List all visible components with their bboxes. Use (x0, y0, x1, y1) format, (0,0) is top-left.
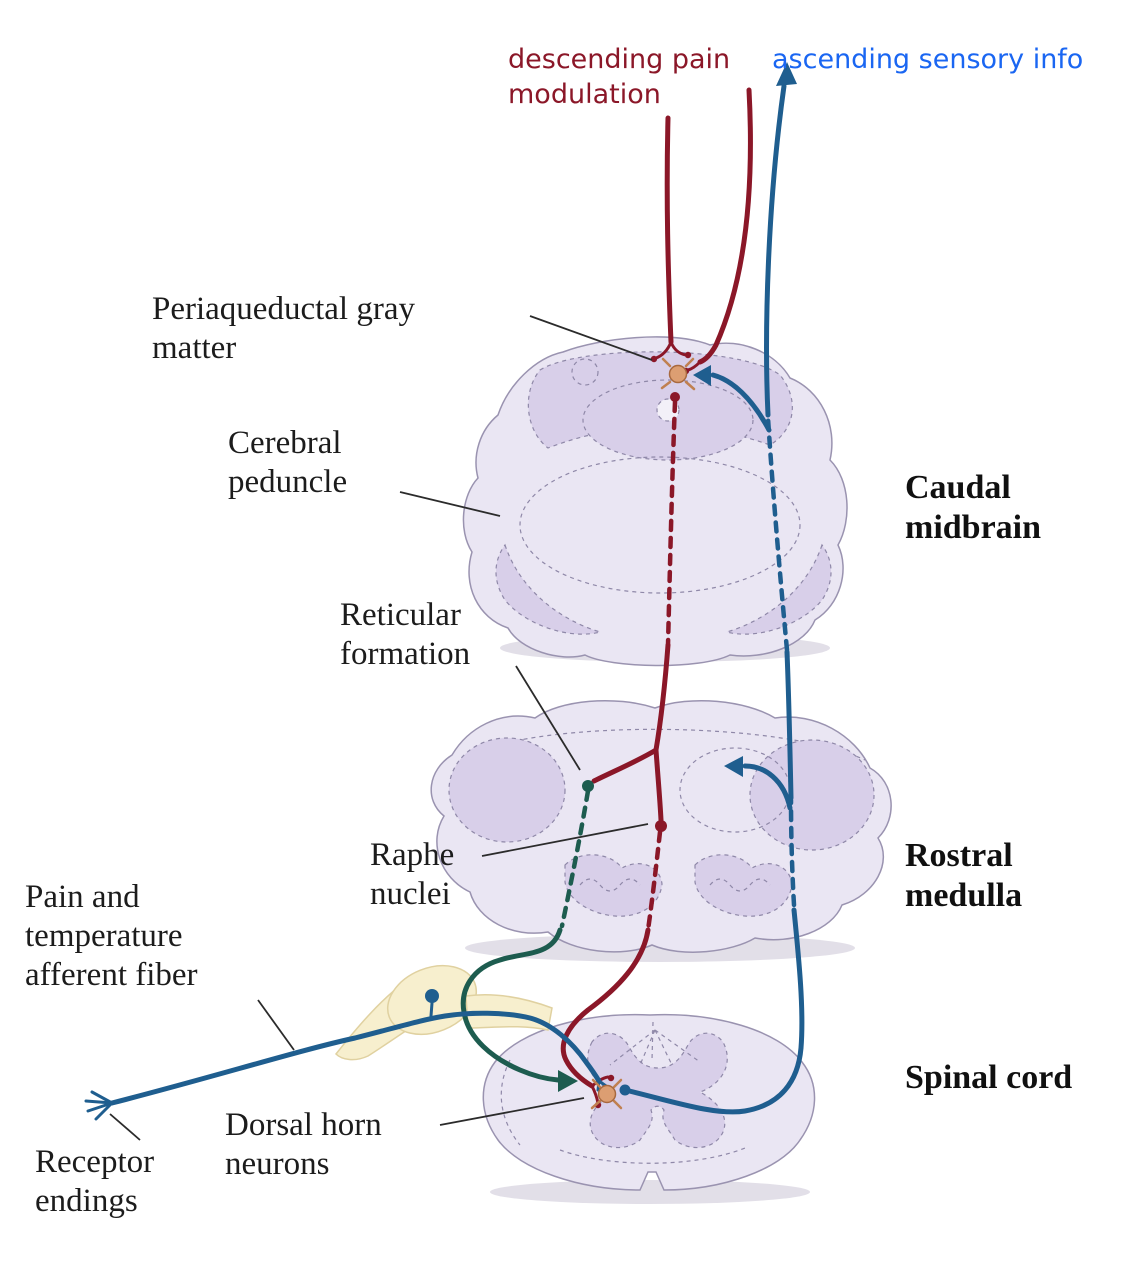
dorsal-horn-bouton-1 (607, 1074, 615, 1082)
pag-projection-soma (670, 392, 680, 402)
legend-descending-label: descending pain modulation (508, 44, 731, 111)
cerebral-peduncle-left (495, 543, 603, 635)
spinal-lateral-contour (500, 1059, 521, 1146)
midbrain-small-nucleus-outline (571, 358, 599, 386)
raphespinal-dashed-segment (645, 829, 663, 933)
leader-line-afferent-fiber (257, 999, 295, 1051)
raphe-neuron-soma (655, 820, 667, 832)
ascending-arrowhead-pag (693, 365, 711, 386)
reticular-neuron-soma (582, 780, 594, 792)
raphespinal-solid-to-dorsal-horn (560, 927, 651, 1089)
spinal-gray-matter (587, 1032, 728, 1149)
pag-terminal-fork-second (686, 360, 702, 372)
label-spinal-cord: Spinal cord (905, 1059, 1073, 1096)
descending-main-axon (664, 115, 674, 345)
leader-line-reticular-formation (515, 665, 581, 771)
branch-to-raphe-nuclei (653, 747, 664, 823)
label-receptor-endings: Receptor endings (35, 1144, 155, 1219)
inferior-olive-right-squiggle (709, 878, 771, 892)
cerebral-peduncle-right (724, 543, 832, 635)
caudal-midbrain-section (462, 336, 848, 667)
leader-line-receptor-endings (109, 1113, 141, 1141)
leader-line-dorsal-horn (439, 1097, 585, 1126)
pag-neuron (668, 364, 688, 384)
label-dorsal-horn-neurons: Dorsal horn neurons (225, 1107, 382, 1182)
label-caudal-midbrain: Caudal midbrain (905, 469, 1042, 547)
descending-dashed-midbrain (665, 399, 678, 648)
pag-bouton-2 (684, 351, 692, 359)
neurons (425, 357, 696, 1110)
ascending-solid-to-top (764, 83, 787, 418)
spinal-dorsal-radial-lines (609, 1021, 701, 1066)
descending-pathway (560, 87, 753, 1109)
modulatory-arrowhead-dorsal-horn (558, 1070, 578, 1092)
pag-terminal-fork-main (654, 340, 688, 360)
branch-to-reticular-formation (591, 747, 659, 784)
afferent-fiber (109, 1010, 602, 1106)
receptor-endings-twigs (84, 1090, 114, 1121)
label-periaqueductal-gray: Periaqueductal gray matter (152, 291, 415, 366)
pag-neuron-dendrites (660, 357, 696, 391)
inferior-olive-left-squiggle (579, 878, 641, 892)
medulla-left-nucleus (448, 737, 566, 843)
spinal-cord-section (482, 1013, 816, 1191)
leader-line-cerebral-peduncle (399, 491, 501, 517)
dorsal-horn-neuron (597, 1084, 617, 1104)
projection-neuron-soma (619, 1084, 631, 1096)
ascending-solid-medulla-to-midbrain (784, 649, 794, 801)
label-reticular-formation: Reticular formation (340, 597, 471, 672)
rostral-medulla-section (430, 700, 892, 953)
ganglion-neuron-soma (425, 989, 439, 1003)
ascending-arrowhead-medulla (724, 756, 743, 777)
spinal-cord-shadow (490, 1180, 810, 1204)
ganglion-soma-stem (429, 1001, 434, 1018)
leader-line-raphe-nuclei (481, 823, 649, 857)
ascending-solid-cord-to-medulla (622, 907, 805, 1115)
inferior-olive-left (564, 854, 663, 917)
descending-second-axon (697, 87, 753, 365)
medulla-top-contour (469, 728, 866, 761)
pag-bouton-1 (650, 355, 658, 363)
ascending-dashed-midbrain (765, 415, 790, 653)
tegmentum-contour (519, 456, 801, 594)
label-rostral-medulla: Rostral medulla (905, 837, 1023, 915)
ascending-arrowhead-top (776, 62, 797, 86)
leader-line-pag (529, 315, 653, 361)
legend-ascending-label: ascending sensory info (772, 44, 1084, 75)
label-cerebral-peduncle: Cerebral peduncle (228, 425, 348, 500)
ascending-branch-to-pag (710, 372, 772, 433)
reticulospinal-dashed-segment (559, 788, 591, 929)
ascending-dashed-medulla (788, 797, 797, 908)
label-afferent-fiber: Pain and temperature afferent fiber (25, 879, 198, 993)
leader-lines (109, 315, 653, 1141)
dorsal-horn-neuron-dendrites (590, 1078, 623, 1110)
ascending-branch-medulla (742, 763, 793, 811)
descending-solid-to-medulla (653, 642, 671, 753)
label-raphe-nuclei: Raphe nuclei (370, 837, 455, 912)
